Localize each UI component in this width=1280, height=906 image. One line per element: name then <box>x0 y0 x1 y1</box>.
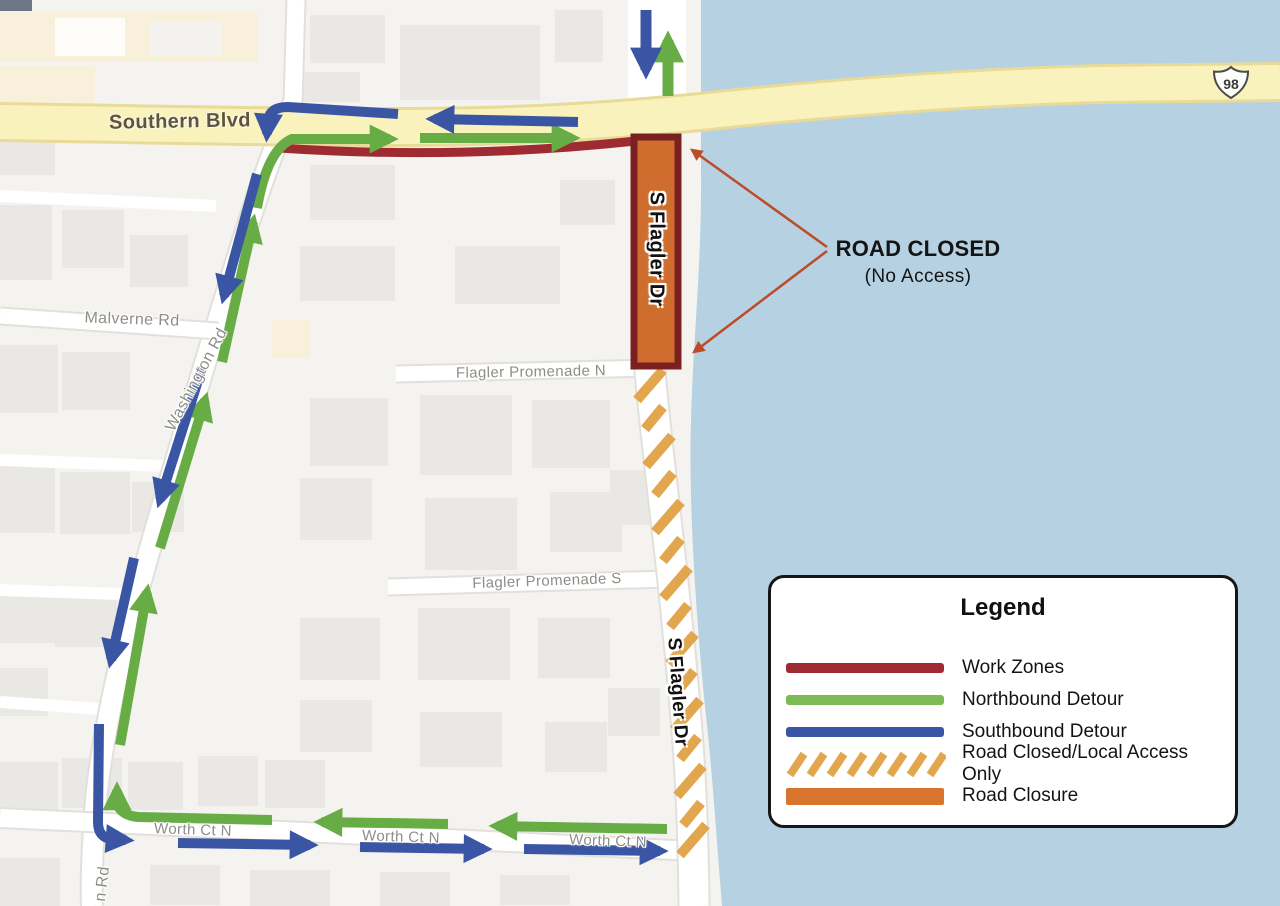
legend-label: Road Closure <box>962 785 1079 806</box>
legend-label: Northbound Detour <box>962 689 1124 710</box>
southern-blvd-highway <box>0 62 1280 148</box>
legend-label: Road Closed/Local Access Only <box>962 742 1189 785</box>
road-closure-block <box>630 133 682 370</box>
road-closure-swatch <box>786 787 944 805</box>
southern-blvd-label: Southern Blvd <box>108 109 252 134</box>
legend-box: Legend Work Zones Northbound Detour Sout… <box>768 575 1238 828</box>
legend-row-work-zones: Work Zones <box>786 652 1225 684</box>
southbound-detour-route <box>92 10 669 866</box>
malverne-rd-label: Malverne Rd <box>84 309 180 330</box>
legend-label: Southbound Detour <box>962 721 1127 742</box>
worth-ct-n-label-3: Worth Ct N <box>568 831 648 851</box>
cream-blocks <box>0 0 310 358</box>
worth-ct-n-label-2: Worth Ct N <box>361 827 441 847</box>
northbound-detour-swatch <box>786 695 944 705</box>
legend-label: Work Zones <box>962 657 1065 678</box>
legend-row-northbound: Northbound Detour <box>786 684 1225 716</box>
road-closed-callout-subtitle: (No Access) <box>864 266 972 287</box>
s-flagler-dr-closure-label: S Flagler Dr <box>645 191 668 307</box>
hatch-swatch <box>786 751 946 778</box>
local-access-hatch <box>633 366 710 859</box>
callout-arrows <box>689 148 828 354</box>
flagler-promenade-n-label: Flagler Promenade N <box>455 362 607 382</box>
legend-row-road-closure: Road Closure <box>786 780 1225 812</box>
building-footprints <box>0 10 660 906</box>
us-98-shield <box>1212 65 1250 100</box>
worth-ct-n-label-1: Worth Ct N <box>153 820 233 840</box>
work-zones-swatch <box>786 663 944 673</box>
road-closed-callout-title: ROAD CLOSED <box>835 236 1001 261</box>
legend-title: Legend <box>960 594 1046 621</box>
legend-row-southbound: Southbound Detour <box>786 716 1225 748</box>
legend-row-local-access: Road Closed/Local Access Only <box>786 742 1225 785</box>
northbound-detour-route <box>102 30 684 841</box>
southbound-detour-swatch <box>786 727 944 737</box>
work-zone-line <box>278 136 637 158</box>
us-98-shield-number: 98 <box>1223 76 1239 92</box>
